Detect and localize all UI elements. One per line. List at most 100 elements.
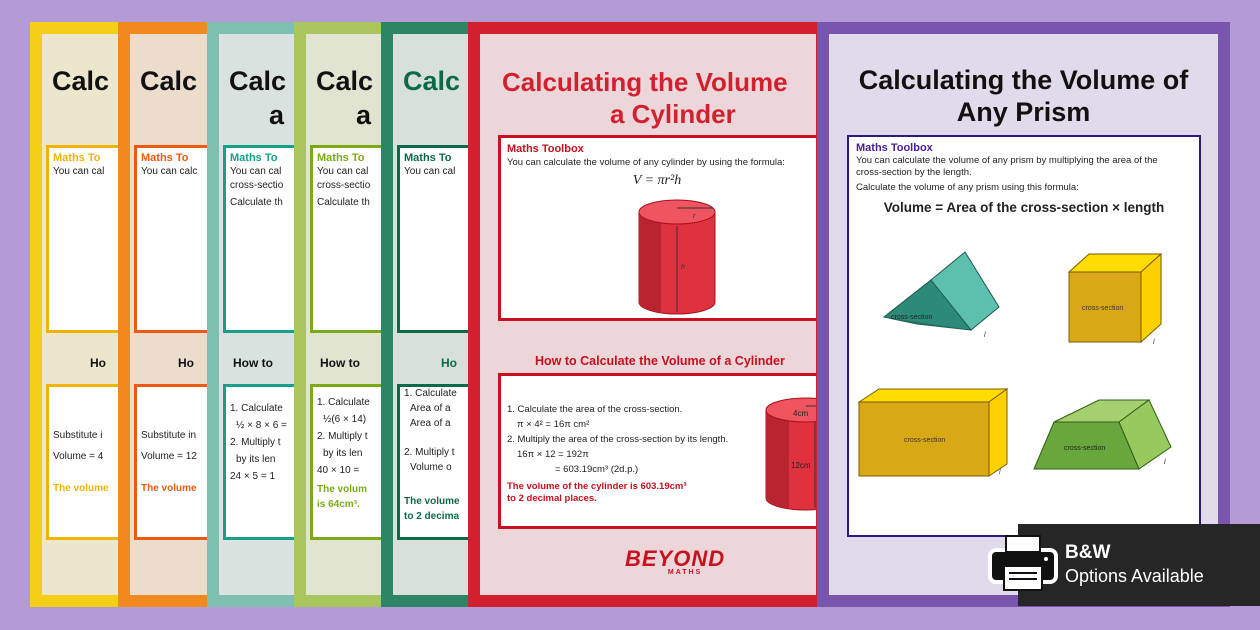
height-label: h [681, 264, 685, 271]
toolbox-label: Maths To [141, 152, 189, 164]
step: 2. Multiply t [230, 437, 281, 448]
svg-text:cross-section: cross-section [1064, 445, 1105, 452]
badge-subtitle: Options Available [1065, 566, 1204, 586]
result: The volume [404, 496, 460, 507]
poster-title-line-2: a [269, 100, 285, 130]
step: 1. Calculate [404, 388, 457, 399]
poster-title: Calc [229, 66, 287, 96]
toolbox-text: Calculate th [230, 197, 283, 208]
toolbox-label: Maths To [230, 152, 278, 164]
cylinder-poster: Calculating the Volume a Cylinder Maths … [468, 22, 828, 607]
step: ½ × 8 × 6 = [236, 420, 287, 431]
toolbox-text: cross-sectio [317, 180, 371, 191]
toolbox-text: You can calculate the volume of any pris… [856, 155, 1158, 166]
result: is 64cm³. [317, 499, 360, 510]
step: 40 × 10 = [317, 465, 360, 476]
step: Area of a [410, 403, 451, 414]
result: to 2 decima [404, 511, 460, 522]
result: The volume of the cylinder is 603.19cm³ [507, 481, 687, 492]
formula: Volume = Area of the cross-section × len… [883, 200, 1165, 215]
step: Area of a [410, 418, 451, 429]
example-cylinder: 4cm 12cm [765, 397, 816, 511]
howto-heading: How to [233, 356, 273, 370]
step: 1. Calculate the area of the cross-secti… [507, 404, 683, 415]
svg-text:l: l [1164, 459, 1166, 466]
step: 24 × 5 = 1 [230, 471, 276, 482]
toolbox-text: You can calc [141, 166, 198, 177]
howto-heading: Ho [178, 356, 194, 370]
step: 2. Multiply the area of the cross-sectio… [507, 434, 729, 445]
triangular-prism: cross-section l [882, 251, 1000, 339]
step: 16π × 12 = 192π [517, 449, 589, 460]
cube-prism: cross-section l [1067, 252, 1163, 346]
height-value: 12cm [791, 461, 811, 470]
result: The volume [53, 483, 109, 494]
poster-title: Calc [316, 66, 374, 96]
poster-title-line-2: a [356, 100, 372, 130]
step: π × 4² = 16π cm² [517, 419, 590, 430]
toolbox-box: Maths Toolbox You can calculate the volu… [847, 135, 1201, 537]
svg-text:l: l [984, 332, 986, 339]
formula-intro: Calculate the volume of any prism using … [856, 182, 1079, 193]
result: The volume [141, 483, 197, 494]
toolbox-text: cross-sectio [230, 180, 284, 191]
toolbox-label: Maths Toolbox [507, 143, 584, 155]
poster-title: Calc [140, 66, 198, 96]
poster-title: Calc [52, 66, 110, 96]
step: 1. Calculate [317, 397, 370, 408]
cylinder-diagram: r h [638, 199, 716, 315]
radius-value: 4cm [793, 409, 808, 418]
step: ½(6 × 14) [323, 414, 367, 425]
toolbox-label: Maths To [317, 152, 365, 164]
toolbox-text: You can cal [317, 166, 369, 177]
svg-text:cross-section: cross-section [891, 314, 932, 321]
poster-title: Calculating the Volume of Any Prism [829, 64, 1218, 128]
step: Volume o [410, 462, 452, 473]
toolbox-text: You can cal [53, 166, 105, 177]
prism-shapes: cross-section l cross-section l cross-se… [857, 251, 1172, 477]
formula: V = πr²h [632, 173, 682, 188]
toolbox-text: You can cal [230, 166, 282, 177]
svg-text:l: l [1153, 339, 1155, 346]
title-line-1: Calculating the Volume of [858, 65, 1189, 95]
toolbox-text: cross-section by the length. [856, 167, 972, 178]
toolbox-text: Calculate th [317, 197, 370, 208]
step: 2. Multiply t [317, 431, 368, 442]
howto-heading: Ho [441, 356, 457, 370]
toolbox-label: Maths Toolbox [856, 142, 933, 154]
step: by its len [323, 448, 363, 459]
cuboid-prism: cross-section l [857, 388, 1009, 477]
toolbox-label: Maths To [53, 152, 101, 164]
step: Substitute in [141, 430, 197, 441]
beyond-logo: BEYOND MATHS [625, 546, 726, 576]
step: by its len [236, 454, 276, 465]
prism-poster: Calculating the Volume of Any Prism Math… [817, 22, 1230, 607]
title-line-1: Calculating the Volume [502, 67, 788, 97]
step: 1. Calculate [230, 403, 283, 414]
svg-text:cross-section: cross-section [1082, 305, 1123, 312]
toolbox-text: You can calculate the volume of any cyli… [507, 157, 785, 168]
svg-text:cross-section: cross-section [904, 437, 945, 444]
toolbox-box: Maths Toolbox You can calculate the volu… [498, 135, 816, 321]
svg-text:l: l [999, 469, 1001, 476]
radius-label: r [693, 213, 696, 220]
result: to 2 decimal places. [507, 493, 597, 504]
title-line-2: Any Prism [956, 97, 1091, 127]
bw-options-badge[interactable]: B&W Options Available [988, 524, 1260, 606]
step: = 603.19cm³ (2d.p.) [555, 464, 639, 475]
printer-icon [988, 535, 1058, 591]
step: Volume = 4 [53, 451, 104, 462]
poster-title: Calculating the Volume a Cylinder [480, 66, 816, 130]
howto-heading: Ho [90, 356, 106, 370]
title-line-2: a Cylinder [610, 99, 736, 129]
step: Substitute i [53, 430, 103, 441]
trapezoid-prism: cross-section l [1033, 399, 1172, 470]
badge-title: B&W [1065, 542, 1111, 563]
toolbox-label: Maths To [404, 152, 452, 164]
toolbox-text: You can cal [404, 166, 456, 177]
step: 2. Multiply t [404, 447, 455, 458]
example-box: 1. Calculate the area of the cross-secti… [498, 373, 816, 529]
result: The volum [317, 484, 368, 495]
poster-title: Calc [403, 66, 461, 96]
howto-heading: How to [320, 356, 360, 370]
